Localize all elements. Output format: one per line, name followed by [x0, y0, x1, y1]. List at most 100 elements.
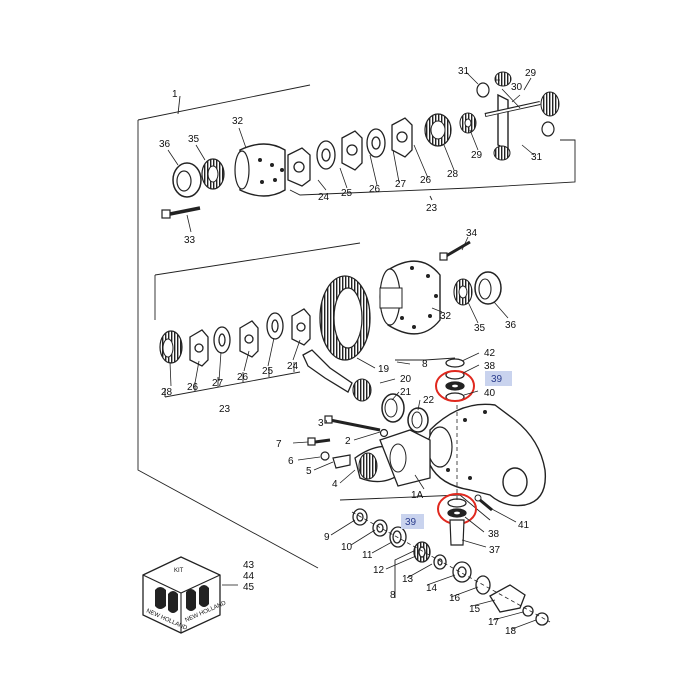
lower-parts	[307, 370, 551, 626]
bearing-cup-22	[407, 407, 429, 433]
bolt-7-head	[307, 437, 316, 446]
label-upper-24: 24	[318, 192, 330, 203]
label-lower-5: 5	[306, 466, 312, 477]
outline-middle-top	[154, 242, 361, 276]
highlight-box-39-lower	[401, 514, 424, 529]
label-lower-4: 4	[332, 479, 338, 490]
outline-left-edge	[137, 120, 319, 569]
label-middle-23: 23	[219, 404, 231, 415]
pinion-gear-29-upper	[459, 112, 477, 134]
spider-gears	[476, 71, 560, 161]
middle-row-parts	[159, 240, 502, 433]
clutch-discs-middle	[189, 308, 311, 367]
leader-23-upper	[429, 195, 433, 201]
bracket-23-upper	[289, 139, 576, 196]
bearing-cone-35-upper	[201, 158, 225, 190]
label-lower-17: 17	[488, 617, 500, 628]
label-upper-28: 28	[447, 169, 459, 180]
label-middle-38: 38	[484, 361, 496, 372]
label-lower-14: 14	[426, 583, 438, 594]
label-lower-13: 13	[402, 574, 414, 585]
differential-case-32-upper	[234, 143, 286, 197]
assembly-outline	[137, 84, 576, 598]
label-upper-29b: 29	[525, 68, 537, 79]
label-upper-31b: 31	[531, 152, 543, 163]
label-lower-15: 15	[469, 604, 481, 615]
label-lower-9: 9	[324, 532, 330, 543]
label-lower-10: 10	[341, 542, 353, 553]
label-upper-36: 36	[159, 139, 171, 150]
label-highlight-39-upper: 39	[491, 374, 503, 385]
label-lower-6: 6	[288, 456, 294, 467]
label-kit-44: 44	[243, 571, 255, 582]
bolt-3-head	[324, 415, 333, 424]
small-fasteners	[307, 415, 389, 469]
label-middle-8: 8	[422, 359, 428, 370]
label-middle-40: 40	[484, 388, 496, 399]
label-middle-19: 19	[378, 364, 390, 375]
label-lower-16: 16	[449, 593, 461, 604]
bolt-3	[329, 418, 381, 432]
label-lower-2: 2	[345, 436, 351, 447]
shim-stack-lower	[447, 498, 467, 546]
label-middle-28: 28	[161, 387, 173, 398]
label-middle-35: 35	[474, 323, 486, 334]
upper-row-parts	[161, 71, 560, 219]
label-upper-25: 25	[341, 188, 353, 199]
label-upper-35: 35	[188, 134, 200, 145]
label-highlight-39-lower: 39	[405, 517, 417, 528]
label-kit-45: 45	[243, 582, 255, 593]
label-middle-34: 34	[466, 228, 478, 239]
label-1-leader	[177, 95, 181, 115]
label-middle-21: 21	[400, 387, 412, 398]
label-lower-18: 18	[505, 626, 517, 637]
label-middle-26b: 26	[237, 372, 249, 383]
side-gear-28-middle	[159, 330, 183, 364]
bearing-cup-36-upper	[172, 162, 202, 198]
label-upper-27: 27	[395, 179, 407, 190]
label-upper-30: 30	[511, 82, 523, 93]
label-upper-29a: 29	[471, 150, 483, 161]
bracket-8-lower	[394, 547, 421, 598]
highlight-box-39-upper	[485, 371, 512, 386]
label-lower-1A: 1A	[411, 490, 424, 501]
label-lower-8: 8	[390, 590, 396, 601]
bearing-cap-1A	[379, 429, 431, 487]
bracket-23-middle	[164, 362, 301, 398]
label-lower-37: 37	[489, 545, 501, 556]
bolt-34	[439, 240, 471, 261]
ring-gear-19	[319, 275, 371, 361]
label-upper-26a: 26	[369, 184, 381, 195]
label-middle-32: 32	[440, 311, 452, 322]
lock-5	[332, 454, 351, 469]
kit-box: KIT NEW HOLLAND NEW HOLLAND 43 44 45	[142, 556, 255, 634]
label-upper-26b: 26	[420, 175, 432, 186]
label-middle-36: 36	[505, 320, 517, 331]
label-lower-12: 12	[373, 565, 385, 576]
label-lower-7: 7	[276, 439, 282, 450]
label-lower-3: 3	[318, 418, 324, 429]
circle-highlight-39-upper	[435, 370, 475, 402]
label-lower-11: 11	[362, 550, 373, 561]
label-middle-26a: 26	[187, 382, 199, 393]
label-middle-27: 27	[212, 378, 224, 389]
pinion-shaft-20	[302, 349, 372, 402]
clutch-discs-upper	[287, 117, 413, 187]
label-upper-23: 23	[426, 203, 438, 214]
spider-cross-30	[484, 93, 541, 152]
label-upper-33: 33	[184, 235, 196, 246]
label-kit-43: 43	[243, 560, 255, 571]
pinion-axis-line	[351, 511, 551, 623]
bearing-cup-21	[381, 393, 405, 423]
label-middle-25: 25	[262, 366, 274, 377]
differential-case-32-middle	[379, 260, 441, 335]
plug-41	[474, 494, 493, 512]
label-assembly-1: 1	[172, 89, 178, 100]
washer-2	[379, 428, 389, 438]
part-labels: 1 36 35 32 33 24 25 26 27 26 28 23 29 31…	[159, 66, 543, 637]
outline-top-edge	[137, 84, 311, 121]
shim-stack-upper	[445, 358, 465, 402]
bolt-33	[161, 206, 201, 219]
pin-37	[449, 519, 465, 546]
